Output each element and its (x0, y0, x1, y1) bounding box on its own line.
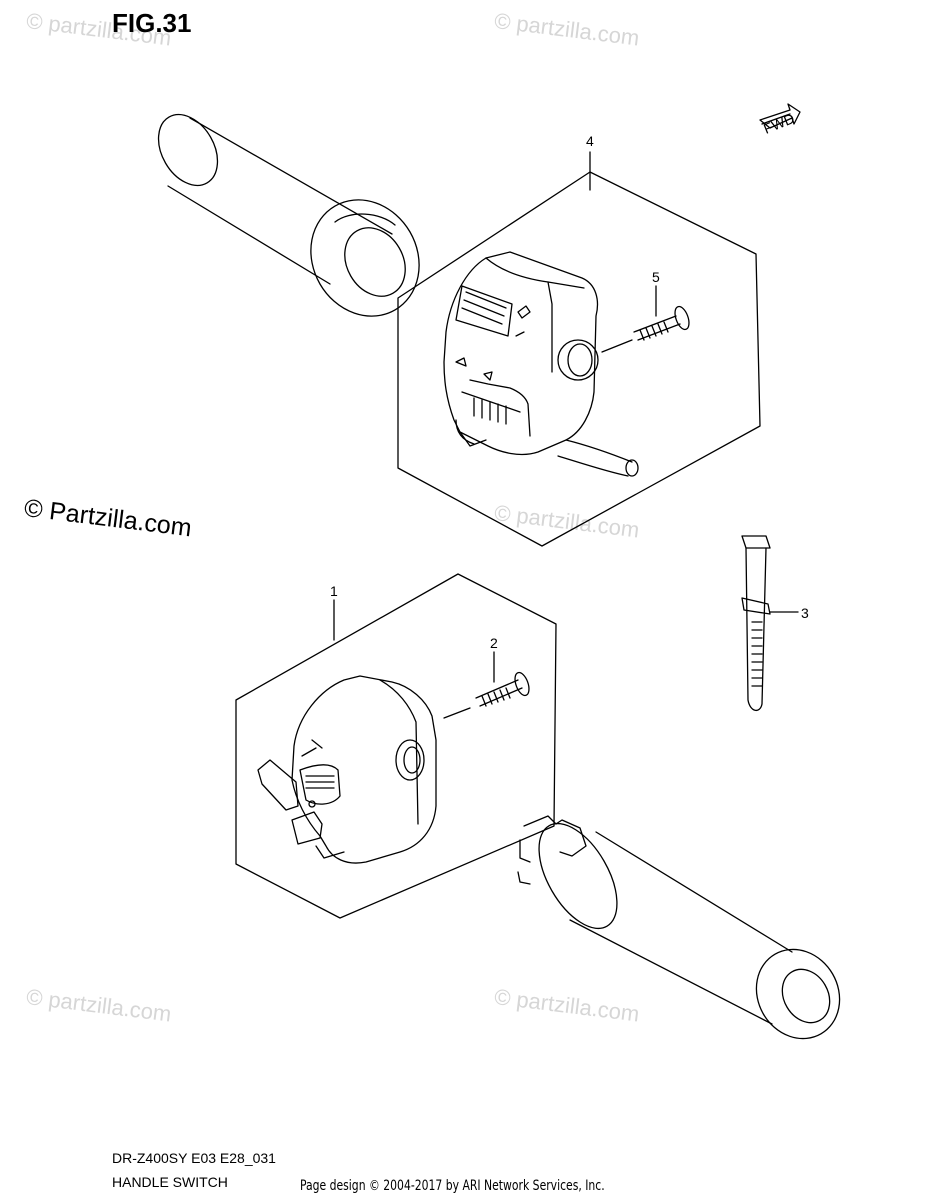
section-name: HANDLE SWITCH (112, 1174, 228, 1190)
callout-number: 2 (490, 635, 498, 651)
left-handle-switch[interactable] (257, 675, 437, 864)
figure-title: FIG.31 (112, 8, 192, 38)
direction-badge (759, 103, 801, 129)
right-handle-switch[interactable] (443, 251, 639, 477)
throttle-grip[interactable] (517, 811, 856, 1054)
callout-number: 4 (586, 133, 594, 149)
assembly-outline-1 (235, 573, 557, 919)
callout-number: 3 (801, 605, 809, 621)
footer-credit: Page design © 2004-2017 by ARI Network S… (300, 1178, 605, 1194)
direction-badge-label: FWD (761, 110, 797, 137)
assembly-outline-4 (397, 171, 761, 547)
model-code: DR-Z400SY E03 E28_031 (112, 1150, 276, 1166)
cable-tie-3[interactable] (741, 535, 799, 711)
screw-2[interactable] (443, 671, 532, 719)
left-grip[interactable] (146, 104, 440, 336)
callout-number: 1 (330, 583, 338, 599)
callout-number: 5 (652, 269, 660, 285)
screw-5[interactable] (601, 305, 692, 353)
